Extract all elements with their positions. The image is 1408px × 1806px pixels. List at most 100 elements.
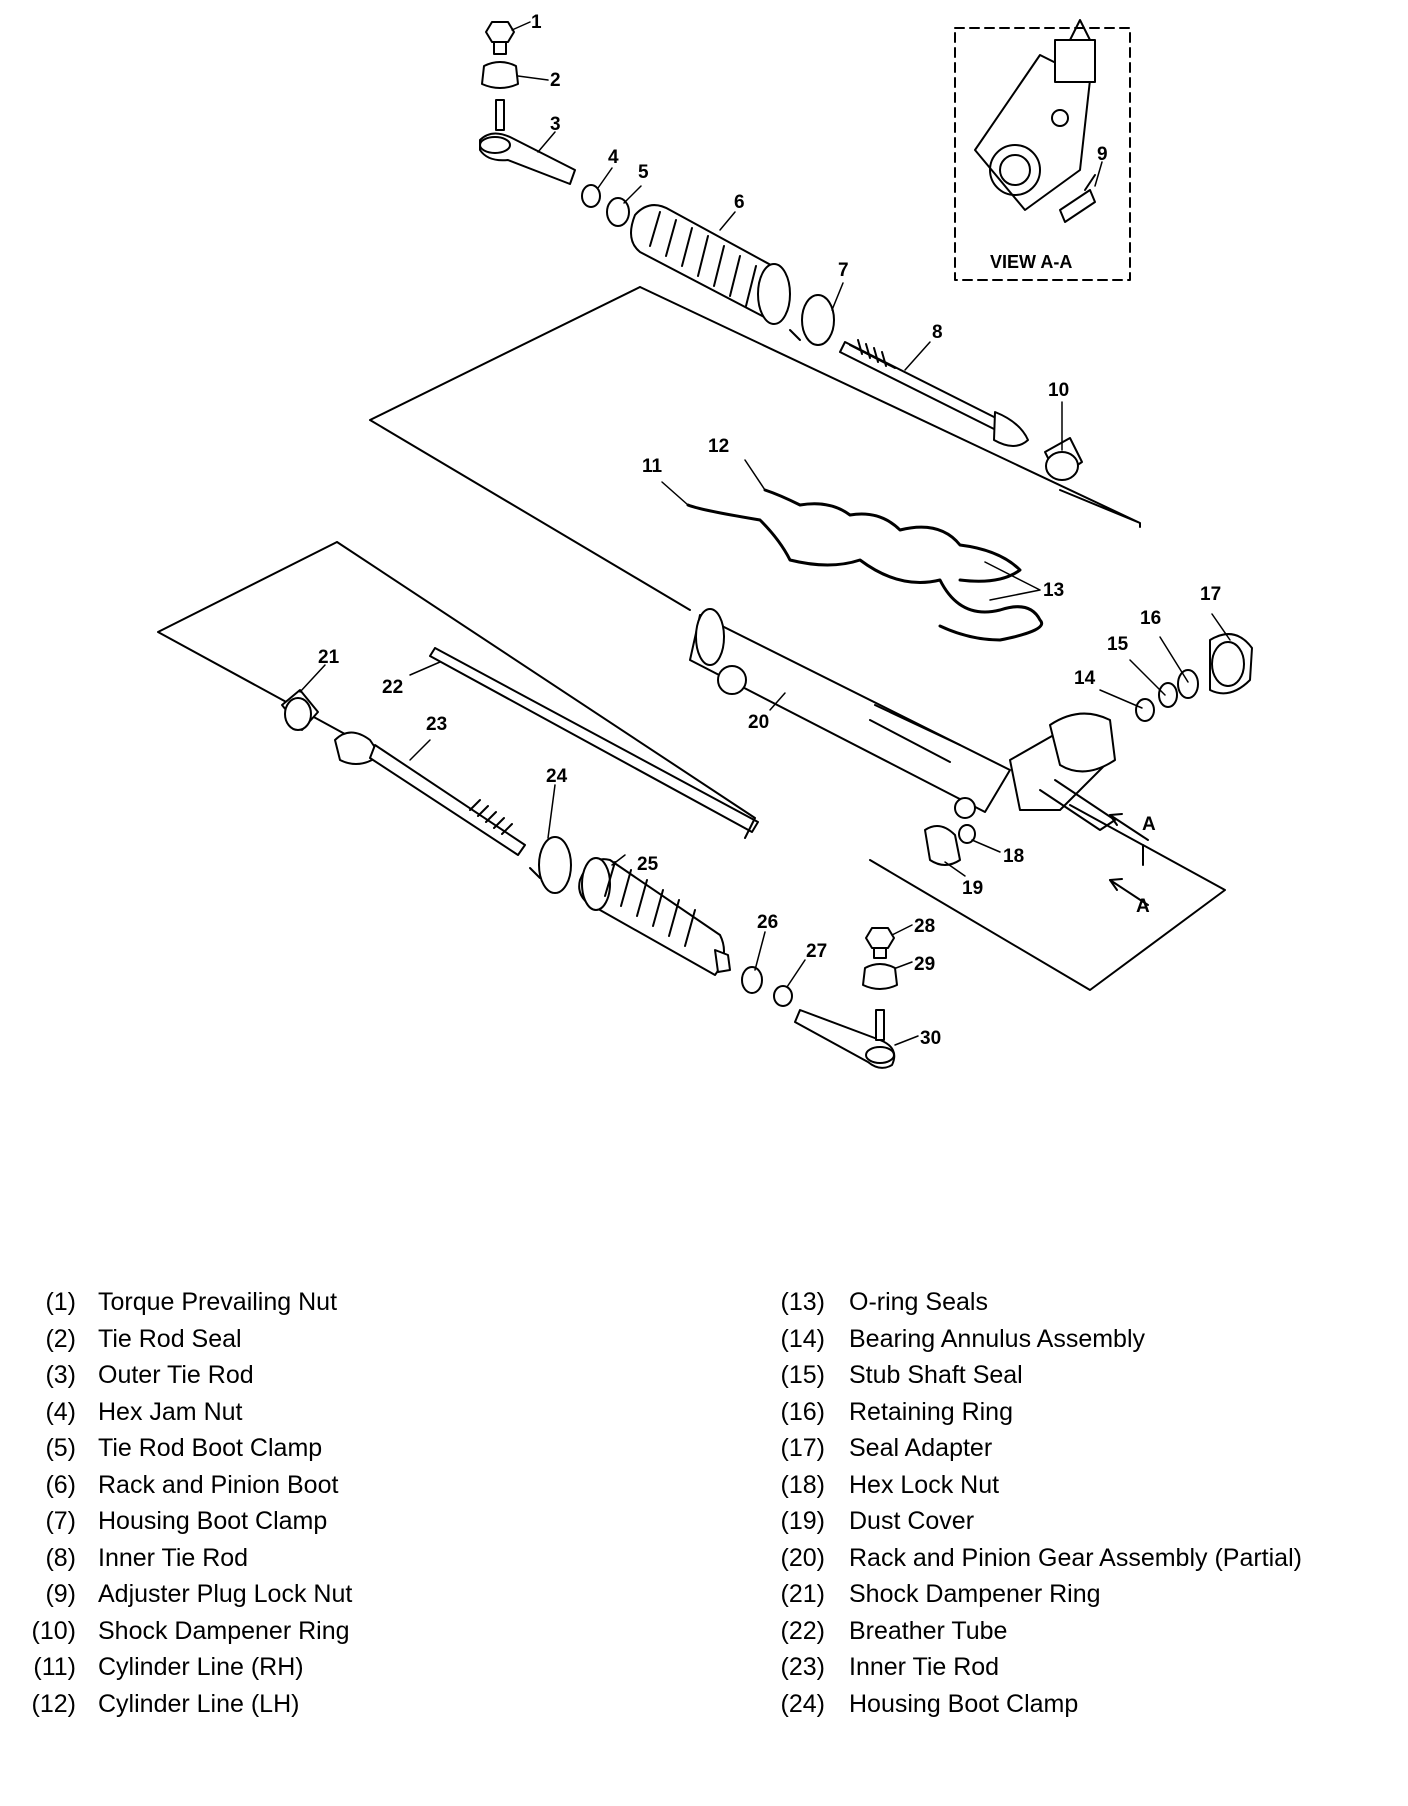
legend-number: (24) xyxy=(780,1689,825,1718)
legend-right-column: (13)O-ring Seals (14) Bearing Annulus Ass… xyxy=(770,1288,1302,1726)
legend-number: (14) xyxy=(780,1324,825,1353)
legend-item: (7)Housing Boot Clamp xyxy=(20,1507,352,1544)
legend-item: (18) Hex Lock Nut xyxy=(770,1471,1302,1508)
legend-item: (15)Stub Shaft Seal xyxy=(770,1361,1302,1398)
callout-15: 15 xyxy=(1107,634,1129,655)
section-letter-top: A xyxy=(1142,814,1156,835)
legend-item: (16)Retaining Ring xyxy=(770,1398,1302,1435)
callout-24: 24 xyxy=(546,766,568,787)
legend-number: (2) xyxy=(45,1324,76,1353)
hex-jam-nut-part xyxy=(581,184,601,208)
legend-number: (11) xyxy=(33,1653,76,1681)
legend-left-column: (1)Torque Prevailing Nut (2) Tie Rod Seal… xyxy=(20,1288,353,1726)
legend-item: (10) Shock Dampener Ring xyxy=(20,1617,352,1654)
exploded-diagram: VIEW A-A xyxy=(157,12,1253,1069)
legend-number: (8) xyxy=(45,1543,76,1572)
callout-28: 28 xyxy=(914,916,935,937)
legend-number: (18) xyxy=(780,1470,825,1499)
legend-part-name: Inner Tie Rod xyxy=(849,1653,1000,1681)
legend-number: (20) xyxy=(780,1543,825,1572)
inner-tie-rod-part xyxy=(839,339,1029,447)
legend-item: (2) Tie Rod Seal xyxy=(20,1325,352,1362)
legend-number: (9) xyxy=(45,1580,76,1608)
rack-and-pinion-gear-assembly-part xyxy=(689,608,1116,831)
legend-item: (1)Torque Prevailing Nut xyxy=(20,1288,352,1325)
legend-part-name: Tie Rod Boot Clamp xyxy=(98,1434,323,1462)
callout-11: 11 xyxy=(642,456,663,477)
torque-prevailing-nut-lower-part xyxy=(865,927,895,959)
callout-26: 26 xyxy=(757,912,778,933)
legend-part-name: Breather Tube xyxy=(849,1616,1008,1645)
legend-part-name: Inner Tie Rod xyxy=(98,1543,249,1572)
legend-number: (10) xyxy=(31,1616,76,1645)
upper-assembly-outline xyxy=(369,286,1141,611)
legend-part-name: Dust Cover xyxy=(849,1507,975,1535)
legend-number: (23) xyxy=(780,1653,825,1681)
legend-part-name: Cylinder Line (LH) xyxy=(98,1689,300,1718)
legend-part-name: Hex Lock Nut xyxy=(849,1470,1000,1499)
rack-and-pinion-boot-lower-part xyxy=(578,857,731,976)
lower-assembly-outline xyxy=(157,541,1226,991)
cylinder-line-rh-part xyxy=(686,503,1044,642)
legend-part-name: Shock Dampener Ring xyxy=(98,1616,350,1645)
legend-number: (5) xyxy=(45,1434,76,1462)
leader-lines xyxy=(299,21,1231,1046)
legend-item: (20) Rack and Pinion Gear Assembly (Parti… xyxy=(770,1544,1302,1581)
housing-boot-clamp-lower-part xyxy=(529,836,572,894)
callout-4: 4 xyxy=(608,147,619,168)
outer-tie-rod-lower-part xyxy=(794,1009,896,1069)
legend-part-name: Rack and Pinion Gear Assembly (Partial) xyxy=(849,1543,1302,1572)
callout-10: 10 xyxy=(1048,380,1069,401)
legend-part-name: Bearing Annulus Assembly xyxy=(849,1324,1146,1353)
legend-item: (24)Housing Boot Clamp xyxy=(770,1690,1302,1727)
legend-item: (13)O-ring Seals xyxy=(770,1288,1302,1325)
legend-item: (14) Bearing Annulus Assembly xyxy=(770,1325,1302,1362)
legend-number: (7) xyxy=(45,1507,76,1535)
tie-rod-boot-clamp-part xyxy=(606,197,630,227)
legend-part-name: Adjuster Plug Lock Nut xyxy=(98,1580,353,1608)
outer-tie-rod-part xyxy=(479,99,576,185)
view-a-a-inset xyxy=(954,19,1131,281)
section-letter-bottom: A xyxy=(1136,896,1150,917)
callout-12: 12 xyxy=(708,436,729,457)
legend-item: (6) Rack and Pinion Boot xyxy=(20,1471,352,1508)
legend-number: (17) xyxy=(780,1434,825,1462)
callout-13: 13 xyxy=(1043,580,1064,601)
legend-part-name: Shock Dampener Ring xyxy=(849,1580,1101,1608)
callout-9: 9 xyxy=(1097,144,1108,165)
legend-part-name: Tie Rod Seal xyxy=(98,1324,242,1353)
tie-rod-boot-clamp-lower-part xyxy=(741,966,763,994)
legend-item: (4) Hex Jam Nut xyxy=(20,1398,352,1435)
callout-16: 16 xyxy=(1140,608,1161,629)
legend-item: (8) Inner Tie Rod xyxy=(20,1544,352,1581)
cylinder-line-lh-part xyxy=(763,488,1022,583)
hex-jam-nut-lower-part xyxy=(773,985,793,1007)
legend-number: (6) xyxy=(45,1470,76,1499)
breather-tube-part xyxy=(429,647,759,833)
callout-18: 18 xyxy=(1003,846,1024,867)
legend-item: (17) Seal Adapter xyxy=(770,1434,1302,1471)
legend-part-name: Retaining Ring xyxy=(849,1397,1013,1426)
legend-item: (3) Outer Tie Rod xyxy=(20,1361,352,1398)
callout-30: 30 xyxy=(920,1028,941,1049)
legend-number: (4) xyxy=(45,1397,76,1426)
section-arrows xyxy=(1109,813,1149,906)
legend-part-name: Hex Jam Nut xyxy=(98,1397,243,1426)
callout-27: 27 xyxy=(806,941,827,962)
legend-number: (13) xyxy=(780,1288,825,1316)
legend-item: (22)Breather Tube xyxy=(770,1617,1302,1654)
tie-rod-seal-part xyxy=(481,61,519,89)
callout-14: 14 xyxy=(1074,668,1096,689)
legend-number: (19) xyxy=(780,1507,825,1535)
legend-part-name: Cylinder Line (RH) xyxy=(98,1653,304,1681)
callout-labels: 1 2 3 4 5 6 7 8 9 10 11 12 13 14 15 16 1… xyxy=(318,12,1221,1049)
callout-21: 21 xyxy=(318,647,340,668)
legend-part-name: Seal Adapter xyxy=(849,1434,993,1462)
legend-part-name: Outer Tie Rod xyxy=(98,1361,254,1389)
rack-and-pinion-boot-part xyxy=(630,204,791,325)
legend-part-name: Rack and Pinion Boot xyxy=(98,1470,339,1499)
legend-item: (19) Dust Cover xyxy=(770,1507,1302,1544)
legend-number: (3) xyxy=(45,1361,76,1389)
tie-rod-seal-lower-part xyxy=(862,963,898,990)
callout-6: 6 xyxy=(734,192,745,213)
